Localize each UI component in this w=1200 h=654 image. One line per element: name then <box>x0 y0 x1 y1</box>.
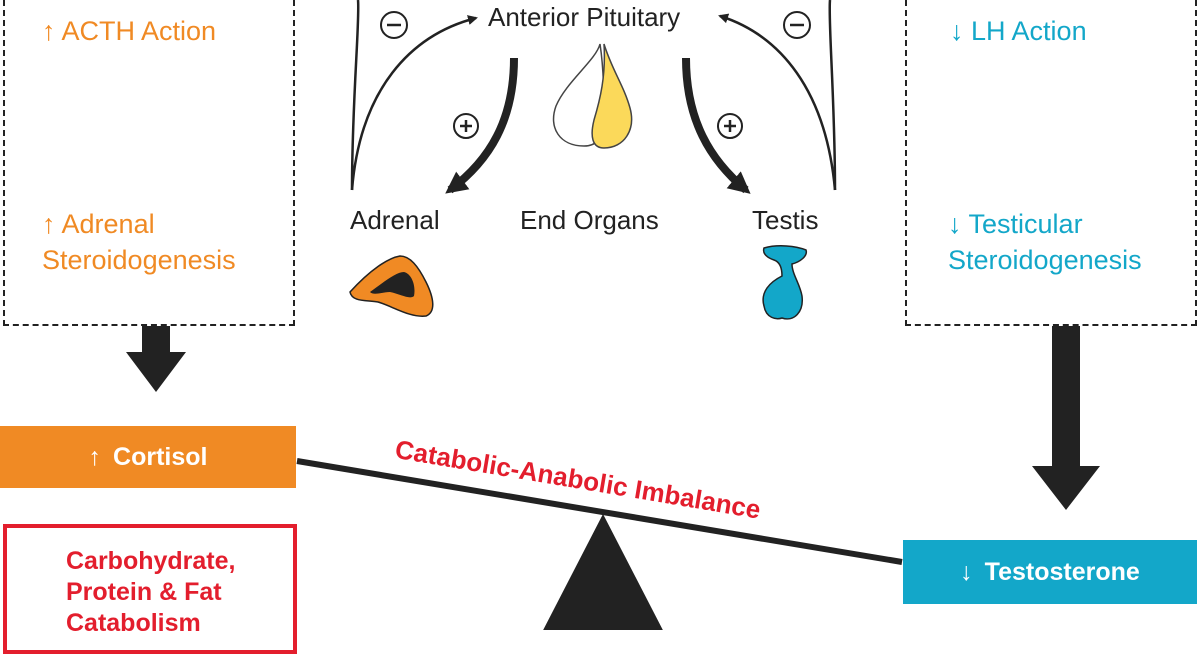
lh-action-label: ↓ LH Action <box>950 16 1087 46</box>
catabolism-text: Carbohydrate, Protein & Fat Catabolism <box>66 547 236 637</box>
minus-icon <box>380 11 408 39</box>
adrenal-gland-icon <box>349 255 434 317</box>
left-down-arrow <box>126 326 186 392</box>
down-arrow-icon: ↓ <box>960 557 973 586</box>
down-arrow-icon: ↓ <box>948 209 962 239</box>
minus-icon <box>783 11 811 39</box>
cortisol-badge: ↑ Cortisol <box>0 426 296 488</box>
seesaw-beam <box>296 458 903 565</box>
adrenal-label: Adrenal <box>350 205 440 235</box>
testicular-steroidogenesis-label: ↓ Testicular Steroidogenesis <box>948 209 1142 275</box>
up-arrow-icon: ↑ <box>42 16 56 46</box>
down-arrow-icon: ↓ <box>950 16 964 46</box>
left-feedback-curve <box>350 0 360 191</box>
up-arrow-icon: ↑ <box>88 442 102 471</box>
testis-icon <box>762 245 808 320</box>
pituitary-gland-icon <box>552 43 633 149</box>
end-organs-label: End Organs <box>520 205 659 235</box>
diagram-graphics <box>26 0 1100 630</box>
testis-stimulation-arrow <box>682 57 751 194</box>
seesaw-fulcrum <box>543 514 663 630</box>
adrenal-stimulation-arrow <box>445 57 518 194</box>
anterior-pituitary-label: Anterior Pituitary <box>488 2 681 32</box>
plus-icon <box>717 113 743 139</box>
right-down-arrow <box>1032 326 1100 510</box>
testosterone-badge: ↓ Testosterone <box>903 540 1197 604</box>
adrenal-steroidogenesis-label: ↑ Adrenal Steroidogenesis <box>42 209 236 275</box>
plus-icon <box>453 113 479 139</box>
up-arrow-icon: ↑ <box>42 209 56 239</box>
right-feedback-curve <box>828 0 837 191</box>
left-hormone-box <box>3 0 295 326</box>
right-hormone-box <box>905 0 1197 326</box>
acth-action-label: ↑ ACTH Action <box>42 16 217 46</box>
testis-label: Testis <box>752 205 819 235</box>
